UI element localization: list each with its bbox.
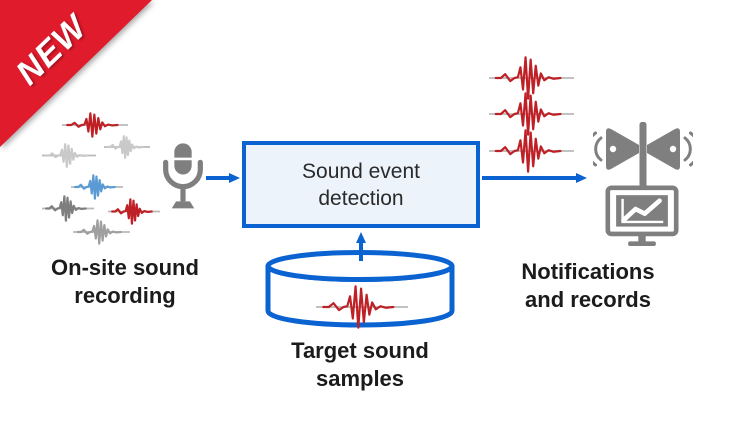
ribbon-label: NEW: [8, 7, 95, 93]
label-line: samples: [315, 366, 405, 391]
monitor-chart-icon: [605, 185, 679, 246]
label-line: On-site sound: [51, 255, 199, 280]
label-line: Notifications: [521, 259, 655, 284]
microphone-icon: [163, 143, 203, 209]
output-label: Notifications and records: [480, 258, 696, 314]
pa-speaker-icon: [593, 122, 693, 188]
ribbon-banner: NEW: [0, 0, 152, 147]
process-box-line: detection: [318, 186, 404, 210]
sound-waveform-icon: [316, 284, 408, 330]
label-line: recording: [74, 283, 176, 308]
input-label: On-site sound recording: [15, 254, 235, 310]
sound-waveform-icon: [489, 128, 574, 174]
label-line: Target sound: [291, 338, 429, 363]
label-line: and records: [525, 287, 651, 312]
sound-waveform-icon: [42, 195, 94, 222]
sound-event-detection-box: Sound event detection: [242, 141, 480, 228]
new-badge: NEW: [0, 0, 158, 152]
process-box-line: Sound event: [302, 159, 420, 183]
sound-waveform-icon: [73, 219, 130, 245]
database-label: Target sound samples: [252, 337, 468, 393]
